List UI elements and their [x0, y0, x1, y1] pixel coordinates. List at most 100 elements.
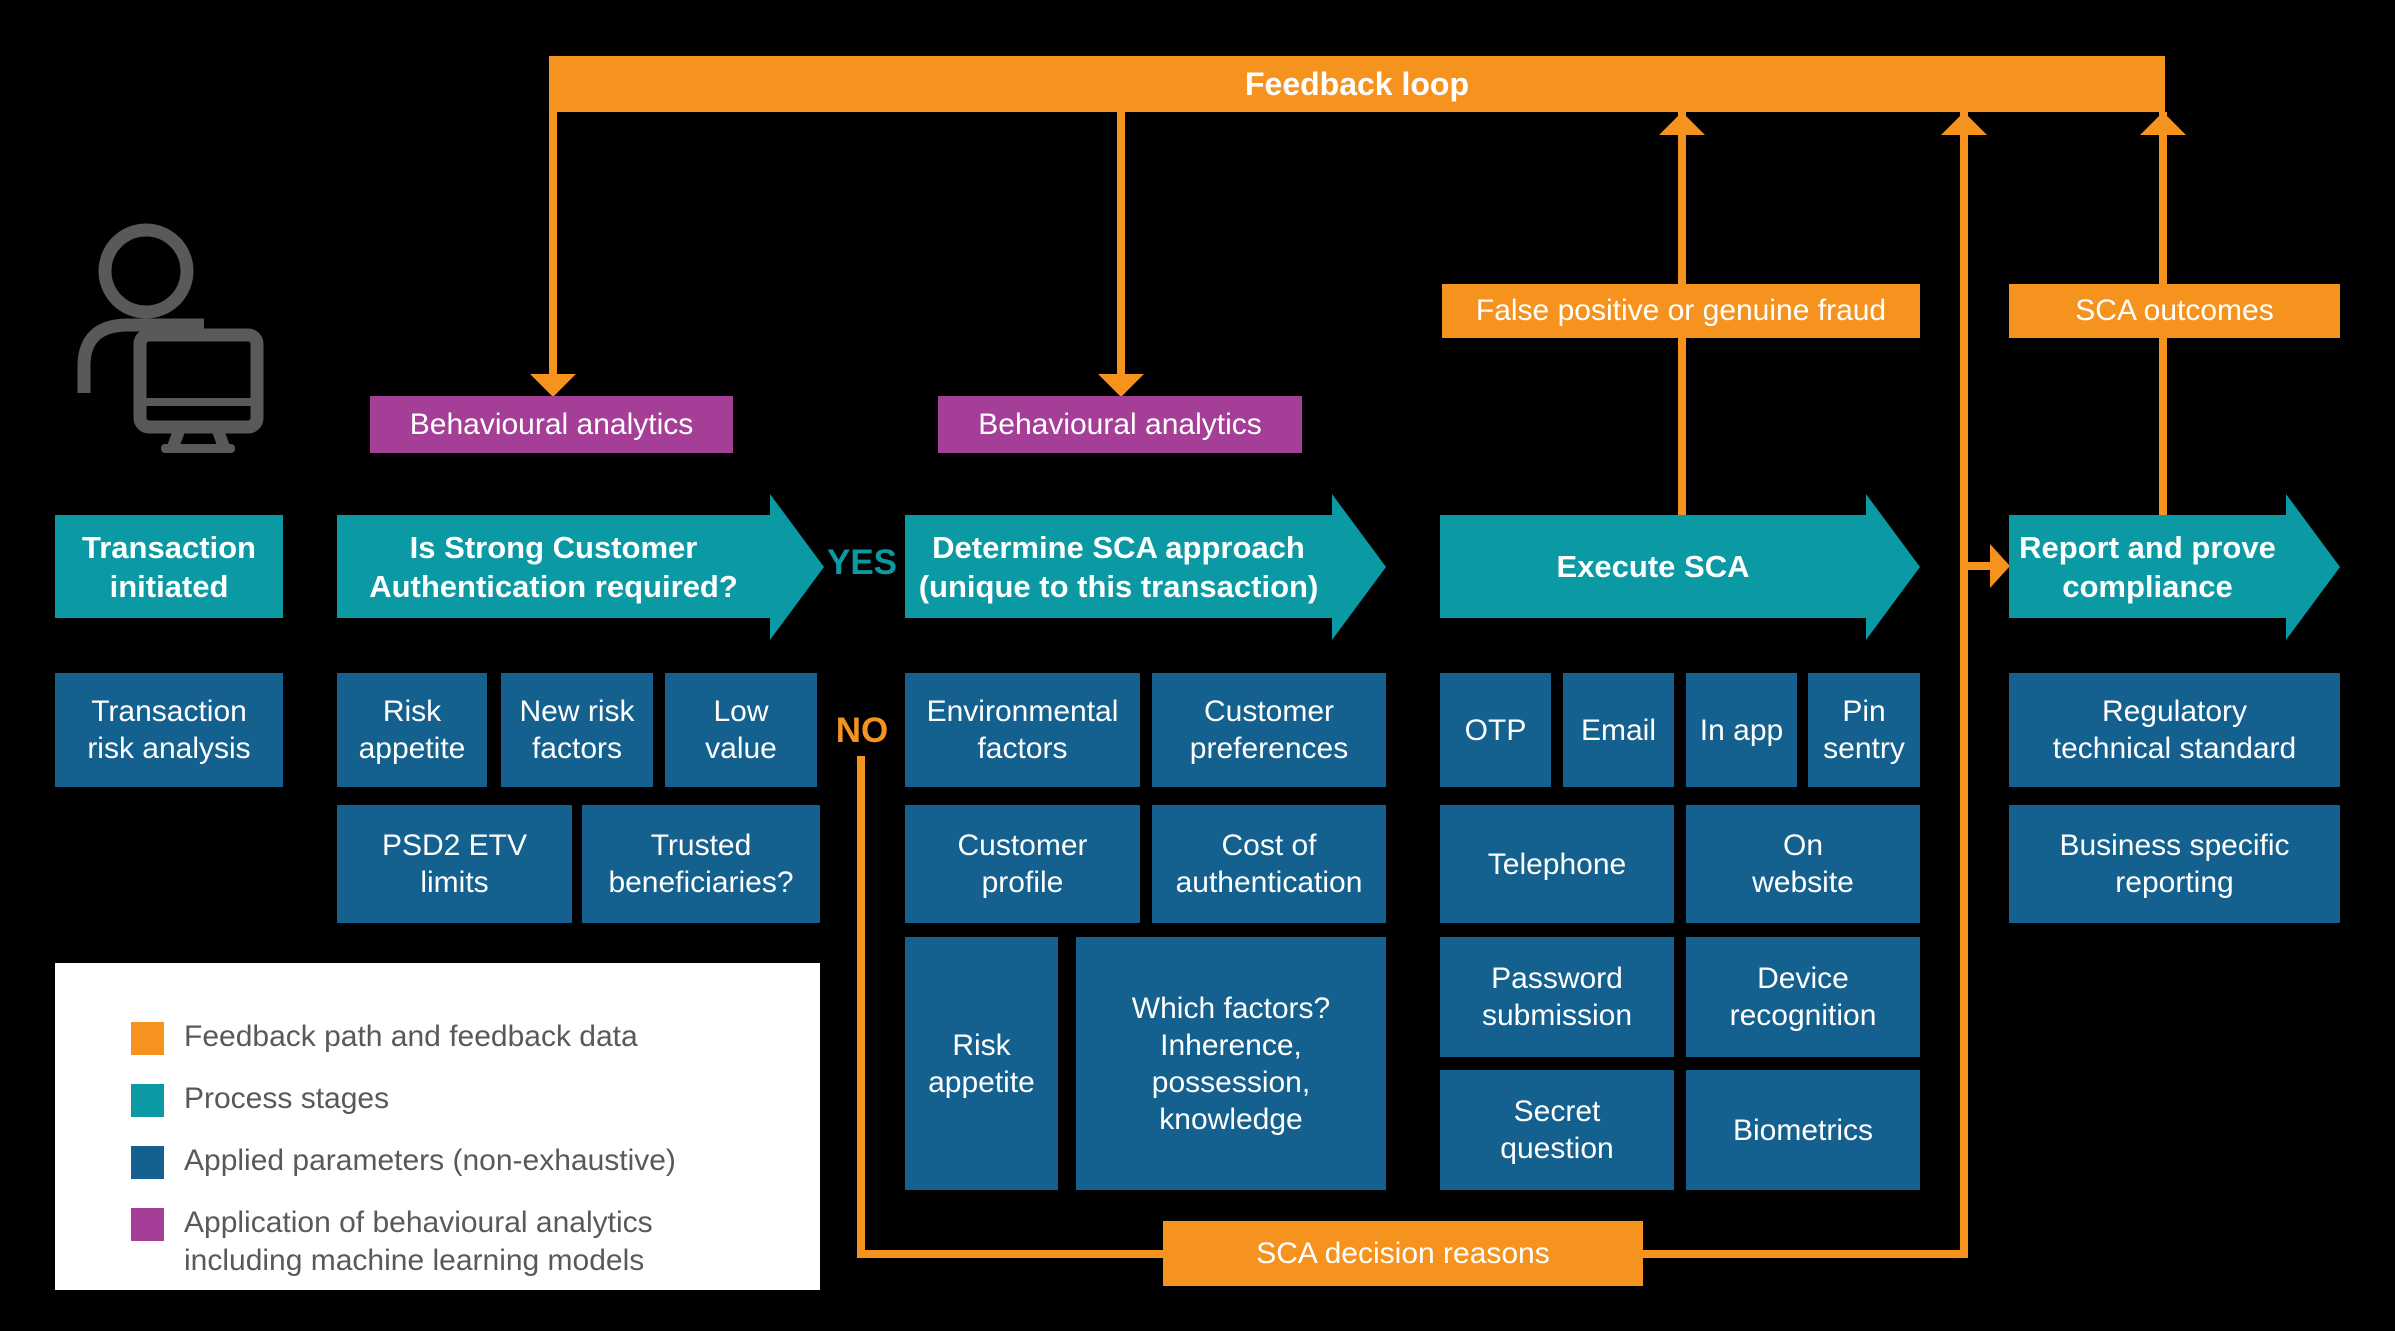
- param-customer-preferences: Customer preferences: [1152, 673, 1386, 787]
- param-trusted-beneficiaries: Trusted beneficiaries?: [582, 805, 820, 923]
- param-device-recognition-label: Device recognition: [1729, 962, 1877, 1032]
- legend-swatch-teal: [131, 1084, 164, 1117]
- behavioural-analytics-left-label: Behavioural analytics: [409, 407, 694, 441]
- stage-arrow-determine-sca: Determine SCA approach (unique to this t…: [905, 493, 1386, 640]
- arrowhead-up-decision-icon: [1941, 112, 1987, 135]
- arrowhead-up-outcomes-icon: [2140, 112, 2186, 135]
- param-business-specific-reporting: Business specific reporting: [2009, 805, 2340, 923]
- behavioural-analytics-right-label: Behavioural analytics: [978, 407, 1262, 441]
- param-low-value: Low value: [665, 673, 817, 787]
- arrowhead-right-report-icon: [1990, 544, 2010, 588]
- legend-label-feedback: Feedback path and feedback data: [184, 1020, 638, 1053]
- param-customer-profile: Customer profile: [905, 805, 1140, 923]
- feedback-loop-bar: Feedback loop: [549, 56, 2165, 112]
- legend-swatch-orange: [131, 1022, 164, 1055]
- param-customer-profile-label: Customer profile: [957, 829, 1088, 899]
- false-positive-box: False positive or genuine fraud: [1442, 284, 1920, 338]
- param-risk-appetite-label: Risk appetite: [358, 695, 466, 765]
- param-trusted-beneficiaries-label: Trusted beneficiaries?: [608, 829, 794, 899]
- arrowhead-up-execute-icon: [1659, 112, 1705, 135]
- param-telephone-label: Telephone: [1487, 847, 1627, 881]
- param-pin-sentry-label: Pin sentry: [1823, 695, 1905, 765]
- stage-arrow-sca-required: Is Strong Customer Authentication requir…: [337, 493, 824, 640]
- sca-decision-reasons-box: SCA decision reasons: [1163, 1221, 1643, 1286]
- stage-transaction-initiated: Transaction initiated: [55, 515, 283, 618]
- arrowhead-down-middle-icon: [1098, 374, 1144, 397]
- param-biometrics-label: Biometrics: [1732, 1113, 1874, 1147]
- param-environmental-factors: Environmental factors: [905, 673, 1140, 787]
- legend: Feedback path and feedback data Process …: [55, 963, 820, 1290]
- stage-arrow-determine-sca-head-icon: [1332, 493, 1386, 640]
- param-in-app-label: In app: [1699, 713, 1784, 747]
- stage-arrow-execute-sca: Execute SCA: [1440, 493, 1920, 640]
- connector-down-middle: [1117, 112, 1125, 374]
- param-psd2-etv-limits-label: PSD2 ETV limits: [381, 829, 528, 899]
- stage-determine-sca-label: Determine SCA approach (unique to this t…: [918, 529, 1319, 604]
- legend-label-applied-parameters: Applied parameters (non-exhaustive): [184, 1144, 676, 1177]
- param-regulatory-technical-standard: Regulatory technical standard: [2009, 673, 2340, 787]
- param-otp: OTP: [1440, 673, 1551, 787]
- decision-no-label: NO: [835, 711, 889, 750]
- connector-branch-report: [1964, 562, 1992, 570]
- stage-arrow-report-compliance: Report and prove compliance: [2009, 493, 2340, 640]
- param-customer-preferences-label: Customer preferences: [1189, 695, 1349, 765]
- param-transaction-risk-analysis-label: Transaction risk analysis: [87, 695, 251, 765]
- stage-arrow-report-compliance-head-icon: [2286, 493, 2340, 640]
- param-business-specific-reporting-label: Business specific reporting: [2059, 829, 2290, 899]
- param-risk-appetite-2-label: Risk appetite: [928, 1028, 1035, 1099]
- user-computer-icon: [77, 223, 264, 453]
- stage-arrow-sca-required-head-icon: [770, 493, 824, 640]
- arrowhead-down-left-icon: [530, 374, 576, 397]
- false-positive-label: False positive or genuine fraud: [1475, 294, 1887, 327]
- param-risk-appetite-2: Risk appetite: [905, 937, 1058, 1190]
- sca-outcomes-label: SCA outcomes: [2075, 294, 2274, 327]
- param-on-website-label: On website: [1752, 829, 1854, 899]
- param-secret-question: Secret question: [1440, 1070, 1674, 1190]
- param-otp-label: OTP: [1464, 713, 1527, 747]
- connector-down-left: [549, 112, 557, 374]
- sca-outcomes-box: SCA outcomes: [2009, 284, 2340, 338]
- param-biometrics: Biometrics: [1686, 1070, 1920, 1190]
- connector-no-path: [857, 756, 865, 1258]
- legend-label-process-stages: Process stages: [184, 1082, 390, 1115]
- param-cost-of-authentication: Cost of authentication: [1152, 805, 1386, 923]
- param-which-factors-label: Which factors? Inherence, possession, kn…: [1131, 991, 1331, 1136]
- stage-transaction-initiated-label: Transaction initiated: [82, 529, 256, 604]
- legend-item-behavioural-analytics: Application of behavioural analytics inc…: [131, 1204, 653, 1280]
- param-which-factors: Which factors? Inherence, possession, kn…: [1076, 937, 1386, 1190]
- legend-label-behavioural-analytics: Application of behavioural analytics inc…: [184, 1206, 653, 1277]
- param-device-recognition: Device recognition: [1686, 937, 1920, 1057]
- param-transaction-risk-analysis: Transaction risk analysis: [55, 673, 283, 787]
- param-email: Email: [1563, 673, 1674, 787]
- param-environmental-factors-label: Environmental factors: [926, 695, 1119, 765]
- param-risk-appetite: Risk appetite: [337, 673, 487, 787]
- legend-swatch-purple: [131, 1208, 164, 1241]
- param-psd2-etv-limits: PSD2 ETV limits: [337, 805, 572, 923]
- param-new-risk-factors-label: New risk factors: [519, 695, 635, 765]
- stage-arrow-execute-sca-head-icon: [1866, 493, 1920, 640]
- param-cost-of-authentication-label: Cost of authentication: [1175, 829, 1363, 899]
- param-on-website: On website: [1686, 805, 1920, 923]
- behavioural-analytics-left: Behavioural analytics: [370, 396, 733, 453]
- param-secret-question-label: Secret question: [1500, 1095, 1614, 1165]
- sca-decision-reasons-label: SCA decision reasons: [1256, 1236, 1550, 1270]
- decision-yes-label: YES: [826, 543, 898, 582]
- param-pin-sentry: Pin sentry: [1808, 673, 1920, 787]
- param-new-risk-factors: New risk factors: [501, 673, 653, 787]
- connector-up-decision-reasons: [1960, 112, 1968, 1258]
- stage-report-compliance-label: Report and prove compliance: [2019, 529, 2276, 604]
- stage-sca-required-label: Is Strong Customer Authentication requir…: [369, 529, 738, 604]
- param-in-app: In app: [1686, 673, 1797, 787]
- stage-execute-sca-label: Execute SCA: [1556, 549, 1750, 584]
- param-password-submission-label: Password submission: [1481, 962, 1633, 1032]
- feedback-loop-label: Feedback loop: [1244, 65, 1470, 102]
- param-low-value-label: Low value: [705, 695, 777, 765]
- legend-item-applied-parameters: Applied parameters (non-exhaustive): [131, 1142, 676, 1180]
- behavioural-analytics-right: Behavioural analytics: [938, 396, 1302, 453]
- param-telephone: Telephone: [1440, 805, 1674, 923]
- legend-swatch-blue: [131, 1146, 164, 1179]
- legend-item-feedback: Feedback path and feedback data: [131, 1018, 638, 1056]
- param-regulatory-technical-standard-label: Regulatory technical standard: [2052, 695, 2297, 765]
- legend-item-process-stages: Process stages: [131, 1080, 389, 1118]
